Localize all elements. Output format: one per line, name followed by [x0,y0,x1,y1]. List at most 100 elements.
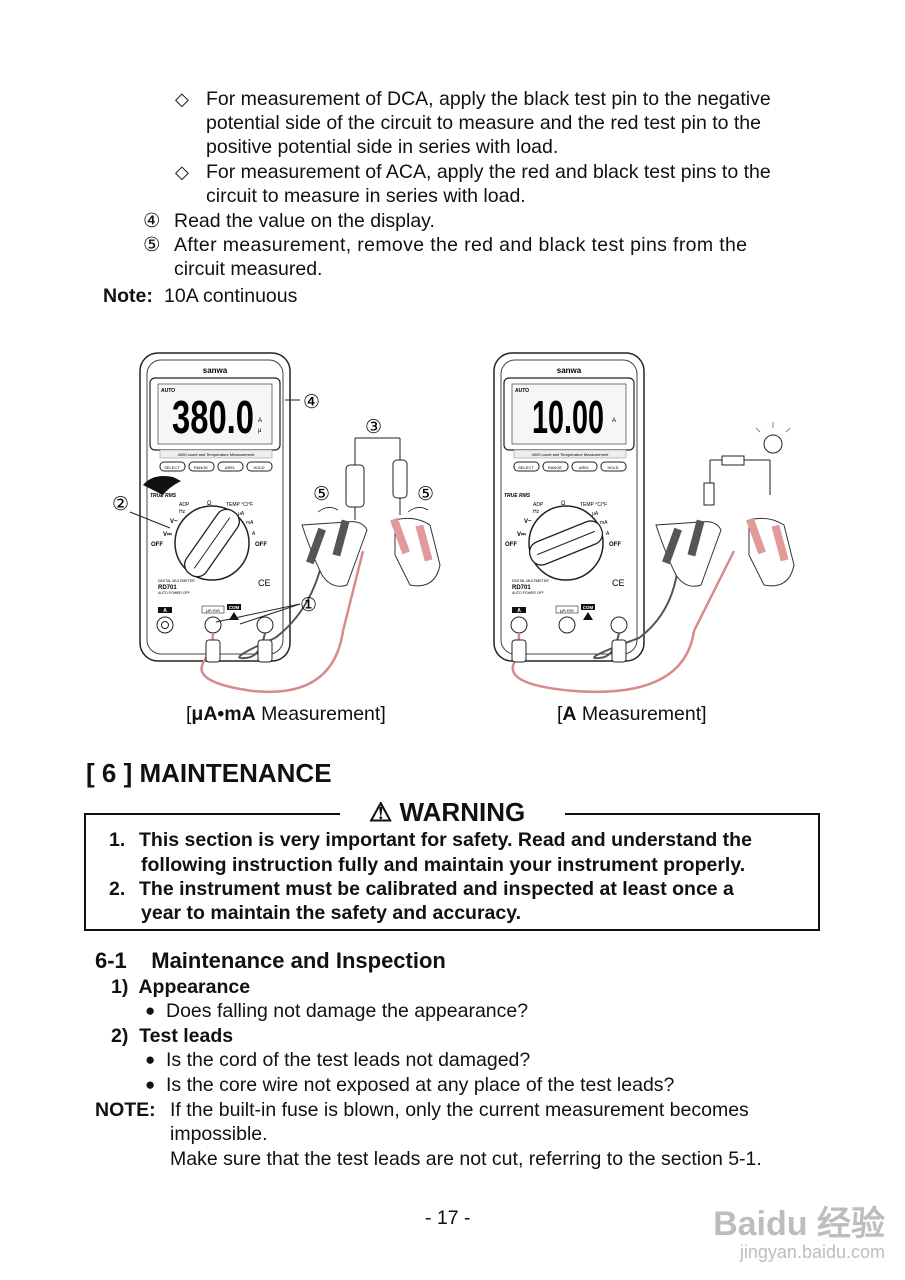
jack-a-label: A [163,608,167,614]
brand-logo: sanwa [203,366,228,375]
bullet-dot-icon: ● [145,1075,156,1094]
multimeter-left: sanwa AUTO 380.0 A μ 4000 count and Temp… [112,352,441,694]
dial-adp: ADP [533,502,544,508]
note-line: Make sure that the test leads are not cu… [170,1148,762,1170]
rel-button[interactable] [571,461,598,472]
lcd-reading: 380.0 [172,391,254,443]
bullet-line: potential side of the circuit to measure… [206,112,761,134]
warning-line: year to maintain the safety and accuracy… [141,902,522,924]
item-heading: 2) Test leads [111,1025,234,1047]
caption-right: [A Measurement] [557,702,707,726]
step-number: ④ [143,210,161,232]
lcd-reading: 10.00 [532,391,604,443]
diamond-icon: ◇ [175,89,189,109]
bullet-text: Is the core wire not exposed at any plac… [166,1074,675,1096]
model-name: RD701 [158,585,177,591]
right-hand-icon [394,517,441,587]
callout-1: ① [300,595,317,616]
callout-5b: ⑤ [417,484,434,505]
callout-4: ④ [303,392,320,413]
warning-title: ⚠ WARNING [369,797,526,827]
dial-a: A [606,531,610,537]
battery-icon [345,464,365,508]
rel-label: ΔREL [225,465,236,470]
rel-label: ΔREL [579,465,590,470]
brand-logo: sanwa [557,366,582,375]
callout-3: ③ [365,417,382,438]
note-label: NOTE: [95,1099,156,1121]
true-rms-label: TRUE RMS [150,493,177,499]
step-text: Read the value on the display. [174,210,435,232]
hold-button[interactable] [246,461,273,472]
ce-mark: CE [612,578,625,588]
range-label: RANGE [548,465,563,470]
resistor-icon [392,459,408,499]
auto-power-off: AUTO POWER OFF [158,591,190,595]
select-button[interactable] [513,461,540,472]
jack-ua[interactable] [204,616,222,634]
dial-off-right: OFF [609,542,621,548]
dial-off-left: OFF [505,542,517,548]
warning-line: This section is very important for safet… [139,829,752,851]
dial-vdc: V⎓ [163,532,172,538]
step-text: circuit measured. [174,258,323,280]
bullet-line: circuit to measure in series with load. [206,185,526,207]
jack-a-label: A [517,608,521,614]
dial-temp: TEMP °C/°F [580,502,607,508]
step-number: ⑤ [143,234,161,256]
bullet-text: Is the cord of the test leads not damage… [166,1049,531,1071]
bullet-line: For measurement of ACA, apply the red an… [206,161,771,183]
jack-com-label: COM [229,605,240,610]
caption-left: [μA•mA Measurement] [186,702,386,726]
model-name: RD701 [512,585,531,591]
hold-button[interactable] [600,461,627,472]
watermark-logo: Baidu 经验 [713,1205,885,1243]
rel-button[interactable] [217,461,244,472]
finger-pointer-icon [143,476,181,495]
jack-ua-label: μA·mA [560,608,574,613]
auto-power-off: AUTO POWER OFF [512,591,544,595]
warning-num: 2. [109,878,126,900]
dial-hz: Hz [533,509,540,515]
caption-bracket: [ [557,703,563,725]
range-button[interactable] [188,461,215,472]
dial-adp: ADP [179,502,190,508]
caption-rest: Measurement] [255,703,386,725]
jack-ua[interactable] [558,616,576,634]
caption-bold: μA•mA [191,703,256,725]
page-number: - 17 - [425,1207,471,1229]
warning-line: following instruction fully and maintain… [141,854,746,876]
dial-temp: TEMP °C/°F [226,502,253,508]
count-strip: 4000 count and Temperature Measurement [532,452,610,457]
dial-ohm: Ω [207,501,212,507]
dial-vac: V~ [170,519,178,525]
measurement-figure: sanwa AUTO 380.0 A μ 4000 count and Temp… [112,352,795,694]
note-line: impossible. [170,1123,268,1145]
lcd-unit: A [258,418,262,424]
jack-a[interactable] [510,616,528,634]
multimeter-right: sanwa AUTO 10.00 A 4000 count and Temper… [493,352,795,694]
hold-label: HOLD [253,465,264,470]
note-text: 10A continuous [164,285,298,307]
diamond-icon: ◇ [175,162,189,182]
jack-ua-label: μA·mA [206,608,220,613]
dial-ua: μA [238,511,245,517]
dial-ua: μA [592,511,599,517]
jack-com[interactable] [610,616,628,634]
section-title: [ 6 ] MAINTENANCE [86,758,332,788]
fuse-icon [703,482,715,506]
lcd-unit: A [612,418,616,424]
note-label: Note: [103,285,153,307]
range-button[interactable] [542,461,569,472]
jack-com-label: COM [583,605,594,610]
battery-icon [721,455,745,466]
caption-bold: A [562,703,577,725]
warning-line: The instrument must be calibrated and in… [139,878,734,900]
hold-label: HOLD [607,465,618,470]
dial-ma: mA [600,520,608,526]
select-button[interactable] [159,461,186,472]
dial-a: A [252,531,256,537]
note-line: If the built-in fuse is blown, only the … [170,1099,749,1121]
bullet-dot-icon: ● [145,1050,156,1069]
jack-com[interactable] [256,616,274,634]
